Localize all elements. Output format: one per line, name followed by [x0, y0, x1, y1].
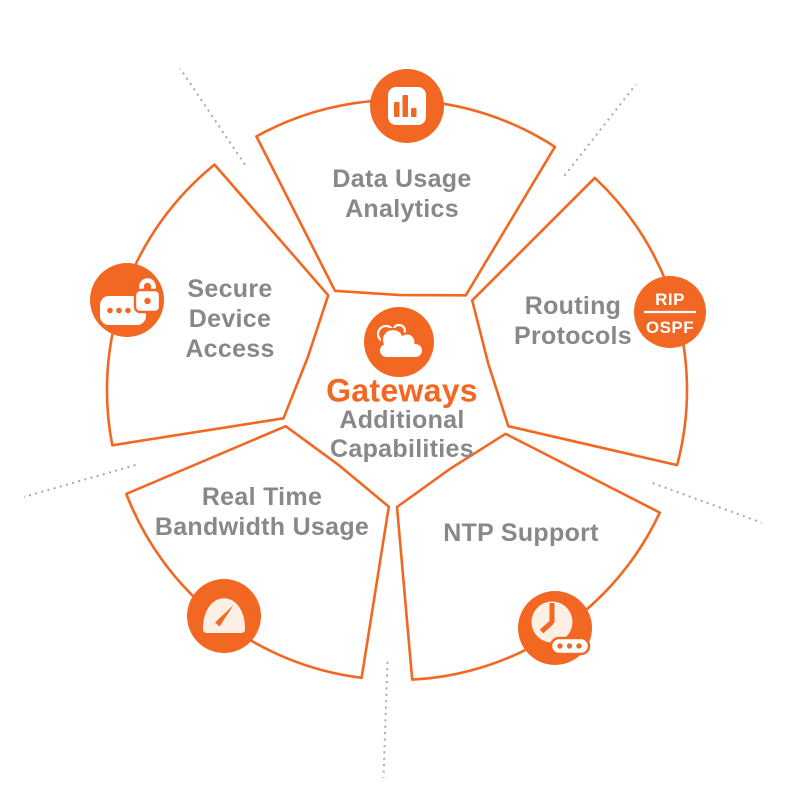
label-line: Secure: [187, 275, 273, 303]
cloud-icon: [364, 307, 434, 377]
label-ntp-support: NTP Support: [443, 518, 599, 548]
label-line: Access: [185, 335, 275, 363]
dotted-separator: [23, 464, 136, 498]
rip-label: RIP: [655, 290, 685, 309]
label-line: Analytics: [345, 195, 459, 223]
label-line: Protocols: [514, 322, 632, 350]
center-subtitle: Additional Capabilities: [330, 406, 474, 464]
rip-ospf-badge-icon: RIP OSPF: [634, 276, 706, 348]
ospf-label: OSPF: [646, 318, 694, 337]
center-title: Gateways: [326, 372, 478, 409]
label-line: Capabilities: [330, 435, 474, 463]
label-routing-protocols: Routing Protocols: [514, 291, 632, 351]
label-data-usage-analytics: Data Usage Analytics: [332, 164, 471, 224]
dotted-separator: [382, 661, 389, 778]
dotted-separator: [179, 67, 246, 166]
label-line: Routing: [524, 292, 622, 320]
gauge-icon: [187, 579, 261, 653]
dotted-separators: [23, 67, 762, 778]
label-line: NTP Support: [443, 519, 599, 547]
label-line: Data Usage: [332, 165, 472, 193]
label-real-time-bandwidth-usage: Real Time Bandwidth Usage: [155, 482, 369, 542]
device-lock-icon: [90, 263, 164, 337]
clock-device-icon: [518, 591, 592, 665]
dotted-separator: [563, 83, 637, 177]
bar-chart-icon: [370, 69, 444, 143]
label-line: Real Time: [201, 483, 323, 511]
label-line: Bandwidth Usage: [154, 513, 370, 541]
label-line: Additional: [339, 406, 465, 434]
dotted-separator: [652, 482, 762, 524]
label-line: Device: [188, 305, 272, 333]
label-secure-device-access: Secure Device Access: [185, 274, 274, 364]
